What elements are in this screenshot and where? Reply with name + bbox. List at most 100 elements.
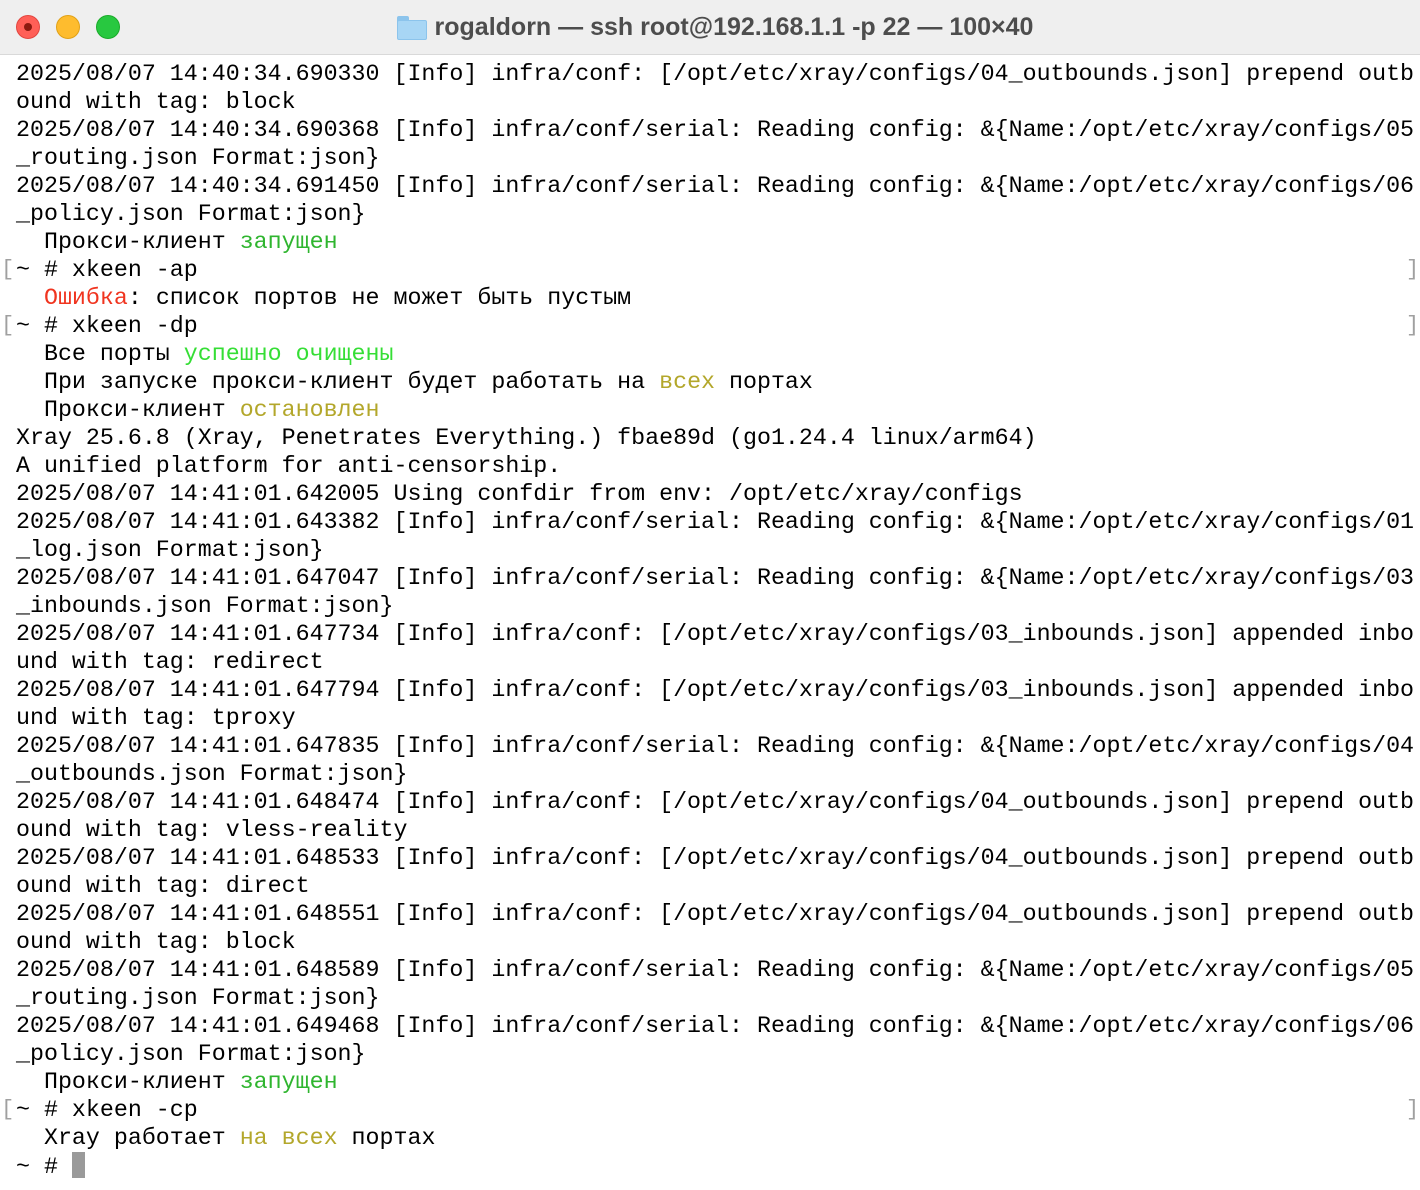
terminal-text-segment: 2025/08/07 14:40:34.691450 [Info] infra/… (16, 173, 1415, 199)
terminal-text-segment: Ошибка (43, 285, 128, 311)
terminal-line: 2025/08/07 14:41:01.649468 [Info] infra/… (16, 1012, 1420, 1040)
terminal-line: 2025/08/07 14:41:01.647734 [Info] infra/… (16, 620, 1420, 648)
terminal-text-segment: всех (659, 369, 716, 395)
terminal-text-segment: 2025/08/07 14:41:01.647047 [Info] infra/… (16, 565, 1415, 591)
terminal-line: 2025/08/07 14:41:01.642005 Using confdir… (16, 480, 1420, 508)
terminal-text-segment: ~ # xkeen -cp (16, 1097, 198, 1123)
terminal-text-segment: Xray работает (16, 1125, 240, 1151)
terminal-line: ~ # (16, 1152, 1420, 1180)
terminal-text-segment: ~ # xkeen -ap (16, 257, 198, 283)
terminal-prompt-line: []~ # xkeen -dp (1, 312, 1420, 340)
folder-icon (396, 15, 427, 40)
terminal-line: _inbounds.json Format:json} (16, 592, 1420, 620)
close-window-button[interactable] (16, 15, 40, 39)
prompt-mark: ] (1406, 313, 1420, 338)
terminal-text-segment: 2025/08/07 14:41:01.647835 [Info] infra/… (16, 733, 1415, 759)
terminal-line: 2025/08/07 14:41:01.647047 [Info] infra/… (16, 564, 1420, 592)
terminal-line: und with tag: redirect (16, 648, 1420, 676)
zoom-window-button[interactable] (96, 15, 120, 39)
terminal-text-segment: und with tag: tproxy (16, 705, 296, 731)
terminal-text-segment: 2025/08/07 14:41:01.647734 [Info] infra/… (16, 621, 1415, 647)
terminal-text-segment: A unified platform for anti-censorship. (16, 453, 562, 479)
terminal-line: ound with tag: block (16, 928, 1420, 956)
terminal-line: _policy.json Format:json} (16, 200, 1420, 228)
terminal-line: ound with tag: direct (16, 872, 1420, 900)
terminal-text-segment: на всех (239, 1125, 338, 1151)
terminal-text-segment: _routing.json Format:json} (16, 985, 380, 1011)
terminal-line: ound with tag: vless-reality (16, 816, 1420, 844)
terminal-line: Ошибка: список портов не может быть пуст… (16, 284, 1420, 312)
terminal-line: Xray работает на всех портах (16, 1124, 1420, 1152)
terminal-line: ound with tag: block (16, 88, 1420, 116)
terminal-line: 2025/08/07 14:40:34.691450 [Info] infra/… (16, 172, 1420, 200)
terminal-line: 2025/08/07 14:41:01.643382 [Info] infra/… (16, 508, 1420, 536)
terminal-line: Прокси-клиент запущен (16, 1068, 1420, 1096)
terminal-text-segment: Все порты (16, 341, 184, 367)
terminal-line: Прокси-клиент запущен (16, 228, 1420, 256)
terminal-text-segment: 2025/08/07 14:40:34.690368 [Info] infra/… (16, 117, 1415, 143)
window-title-area: rogaldorn — ssh root@192.168.1.1 -p 22 —… (0, 0, 1420, 55)
terminal-text-segment: _inbounds.json Format:json} (16, 593, 394, 619)
terminal-text-segment: ound with tag: vless-reality (16, 817, 408, 843)
terminal-line: Xray 25.6.8 (Xray, Penetrates Everything… (16, 424, 1420, 452)
terminal-cursor (71, 1152, 85, 1178)
terminal-text-segment: ~ # xkeen -dp (16, 313, 198, 339)
terminal-text-segment: Прокси-клиент (16, 229, 240, 255)
terminal-text-segment: und with tag: redirect (16, 649, 324, 675)
terminal-text-segment: 2025/08/07 14:41:01.643382 [Info] infra/… (16, 509, 1415, 535)
window-title: rogaldorn — ssh root@192.168.1.1 -p 22 —… (434, 13, 1034, 41)
terminal-text-segment: ound with tag: block (16, 929, 296, 955)
terminal-text-segment: 2025/08/07 14:41:01.648589 [Info] infra/… (16, 957, 1415, 983)
terminal-line: _routing.json Format:json} (16, 984, 1420, 1012)
terminal-text-segment: 2025/08/07 14:41:01.648551 [Info] infra/… (16, 901, 1415, 927)
terminal-line: При запуске прокси-клиент будет работать… (16, 368, 1420, 396)
terminal-line: _routing.json Format:json} (16, 144, 1420, 172)
minimize-window-button[interactable] (56, 15, 80, 39)
terminal-prompt-line: [] ~ # xkeen -cp (1, 1096, 1420, 1124)
terminal-line: 2025/08/07 14:41:01.648551 [Info] infra/… (16, 900, 1420, 928)
terminal-text-segment: ~ # (16, 1154, 72, 1180)
terminal-prompt-line: [] ~ # xkeen -ap (1, 256, 1420, 284)
terminal-line: _policy.json Format:json} (16, 1040, 1420, 1068)
terminal-text-segment: : список портов не может быть пустым (127, 285, 632, 311)
prompt-mark: [ (1, 1097, 15, 1122)
terminal-text-segment: _log.json Format:json} (16, 537, 324, 563)
terminal-line: A unified platform for anti-censorship. (16, 452, 1420, 480)
terminal-text-segment: ound with tag: block (16, 89, 296, 115)
terminal-text-segment (16, 285, 44, 311)
terminal-text-segment: успешно очищены (183, 341, 394, 367)
terminal-line: 2025/08/07 14:41:01.648474 [Info] infra/… (16, 788, 1420, 816)
terminal-text-segment: 2025/08/07 14:41:01.649468 [Info] infra/… (16, 1013, 1415, 1039)
terminal-line: _log.json Format:json} (16, 536, 1420, 564)
terminal-text-segment: запущен (239, 1069, 338, 1095)
terminal-text-segment: запущен (239, 229, 338, 255)
terminal-text-segment: При запуске прокси-клиент будет работать… (16, 369, 660, 395)
terminal-text-segment: 2025/08/07 14:41:01.648533 [Info] infra/… (16, 845, 1415, 871)
terminal-text-segment: остановлен (239, 397, 380, 423)
terminal-line: Все порты успешно очищены (16, 340, 1420, 368)
prompt-mark: ] (1406, 257, 1420, 282)
terminal-line: 2025/08/07 14:41:01.648533 [Info] infra/… (16, 844, 1420, 872)
terminal-text-segment: Xray 25.6.8 (Xray, Penetrates Everything… (16, 425, 1037, 451)
prompt-mark: ] (1406, 1097, 1420, 1122)
terminal-line: 2025/08/07 14:40:34.690330 [Info] infra/… (16, 60, 1420, 88)
terminal-text-segment: портах (337, 1125, 436, 1151)
terminal-text-segment: _outbounds.json Format:json} (16, 761, 408, 787)
terminal-line: 2025/08/07 14:41:01.647835 [Info] infra/… (16, 732, 1420, 760)
terminal-line: Прокси-клиент остановлен (16, 396, 1420, 424)
terminal-text-segment: Прокси-клиент (16, 1069, 240, 1095)
terminal-line: 2025/08/07 14:41:01.647794 [Info] infra/… (16, 676, 1420, 704)
terminal-line: 2025/08/07 14:41:01.648589 [Info] infra/… (16, 956, 1420, 984)
prompt-mark: [ (1, 257, 15, 282)
terminal-text-segment: Прокси-клиент (16, 397, 240, 423)
terminal-text-segment: _policy.json Format:json} (16, 201, 366, 227)
terminal-text-segment: ound with tag: direct (16, 873, 310, 899)
window-titlebar: rogaldorn — ssh root@192.168.1.1 -p 22 —… (0, 0, 1420, 55)
terminal-text-segment: 2025/08/07 14:40:34.690330 [Info] infra/… (16, 61, 1415, 87)
terminal-output[interactable]: 2025/08/07 14:40:34.690330 [Info] infra/… (1, 60, 1420, 1180)
terminal-text-segment: _policy.json Format:json} (16, 1041, 366, 1067)
terminal-text-segment: 2025/08/07 14:41:01.647794 [Info] infra/… (16, 677, 1415, 703)
terminal-text-segment: _routing.json Format:json} (16, 145, 380, 171)
terminal-text-segment: 2025/08/07 14:41:01.642005 Using confdir… (16, 481, 1023, 507)
terminal-text-segment: портах (715, 369, 813, 395)
